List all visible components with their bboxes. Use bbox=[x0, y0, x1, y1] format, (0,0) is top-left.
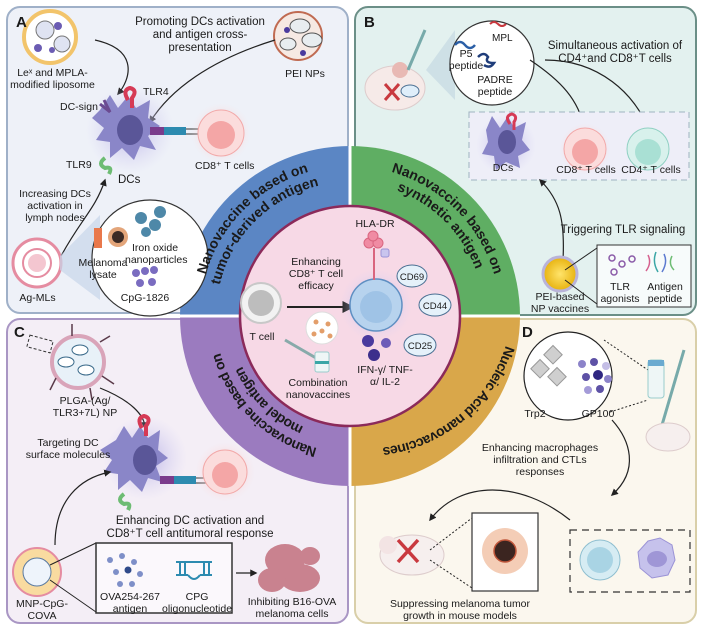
tcr-link-a bbox=[150, 127, 198, 135]
cpg-oligo-icon bbox=[176, 561, 212, 580]
cpg-1826-label: CpG-1826 bbox=[120, 292, 170, 304]
dcs-label-a: DCs bbox=[118, 174, 141, 186]
cd4-label-b: CD4⁺ T cells bbox=[621, 164, 681, 176]
panel-b-label: B bbox=[364, 14, 375, 31]
triggering-tlr-text: Triggering TLR signaling bbox=[560, 224, 686, 236]
gp100-icon bbox=[578, 358, 612, 394]
cd44-label: CD44 bbox=[422, 301, 448, 312]
mouse-icon-d bbox=[645, 422, 691, 452]
pei-nps-label: PEI NPs bbox=[285, 68, 325, 80]
cd25-badge bbox=[403, 333, 437, 357]
panel-c-label: C bbox=[14, 324, 25, 341]
center-contents bbox=[240, 230, 452, 373]
hla-dr-icon bbox=[363, 230, 390, 280]
plga-np-icon bbox=[50, 334, 106, 390]
trp2-label: Trp2 bbox=[524, 408, 546, 420]
ag-mls-label: Ag-MLs bbox=[19, 292, 56, 304]
hla-dr-label: HLA-DR bbox=[355, 218, 395, 230]
trp2-icon bbox=[530, 344, 567, 387]
syringe-vial-icon bbox=[284, 338, 330, 373]
immune-cells-dashed-box bbox=[569, 529, 691, 593]
dcs-label-b: DCs bbox=[492, 162, 514, 174]
cd44-badge bbox=[418, 293, 452, 317]
cd8-label-b: CD8⁺ T cells bbox=[556, 164, 616, 176]
dc-sign-label: DC-sign bbox=[60, 101, 98, 113]
mouse-x-icon-d bbox=[379, 534, 445, 576]
dc-cell-a bbox=[92, 85, 160, 175]
panel-a-graphics bbox=[11, 9, 323, 317]
cytokines-label: IFN-γ/ TNF-α/ IL-2 bbox=[357, 364, 413, 388]
panel-d-graphics bbox=[379, 331, 691, 593]
panel-d-label: D bbox=[522, 324, 533, 341]
tumor-icon bbox=[493, 539, 517, 563]
mpl-label: MPL bbox=[492, 33, 513, 44]
cd8-label-a: CD8⁺ T cells bbox=[195, 160, 255, 172]
mnp-cpg-cova-label: MNP-CpG-COVA bbox=[16, 598, 68, 622]
cytokines-icon bbox=[362, 335, 391, 361]
pei-nps-icon bbox=[273, 11, 323, 61]
tlr4-label: TLR4 bbox=[143, 86, 169, 98]
panel-a-label: A bbox=[16, 14, 27, 31]
cd69-badge bbox=[396, 264, 428, 288]
cd25-label: CD25 bbox=[407, 341, 433, 352]
mouse-her2-icon bbox=[364, 29, 427, 111]
tlr9-label: TLR9 bbox=[66, 159, 92, 171]
ag-mls-icon bbox=[11, 237, 63, 289]
liposome-label: Leˣ and MPLA-modified liposome bbox=[10, 67, 95, 91]
nanoparticle-bubble-icon bbox=[305, 311, 339, 345]
melanoma-cells-icon bbox=[258, 544, 320, 592]
panel-c-graphics bbox=[12, 324, 320, 614]
plga-np-label: PLGA-(Ag/TLR3+7L) NP bbox=[52, 395, 118, 419]
liposome-icon bbox=[22, 9, 78, 65]
gp100-label: GP100 bbox=[581, 408, 615, 420]
panel-b-graphics bbox=[364, 20, 692, 308]
ova-cpg-box bbox=[95, 542, 233, 614]
cd69-label: CD69 bbox=[399, 272, 425, 283]
t-cell-label: T cell bbox=[249, 331, 275, 343]
pei-based-np-icon bbox=[541, 255, 579, 293]
